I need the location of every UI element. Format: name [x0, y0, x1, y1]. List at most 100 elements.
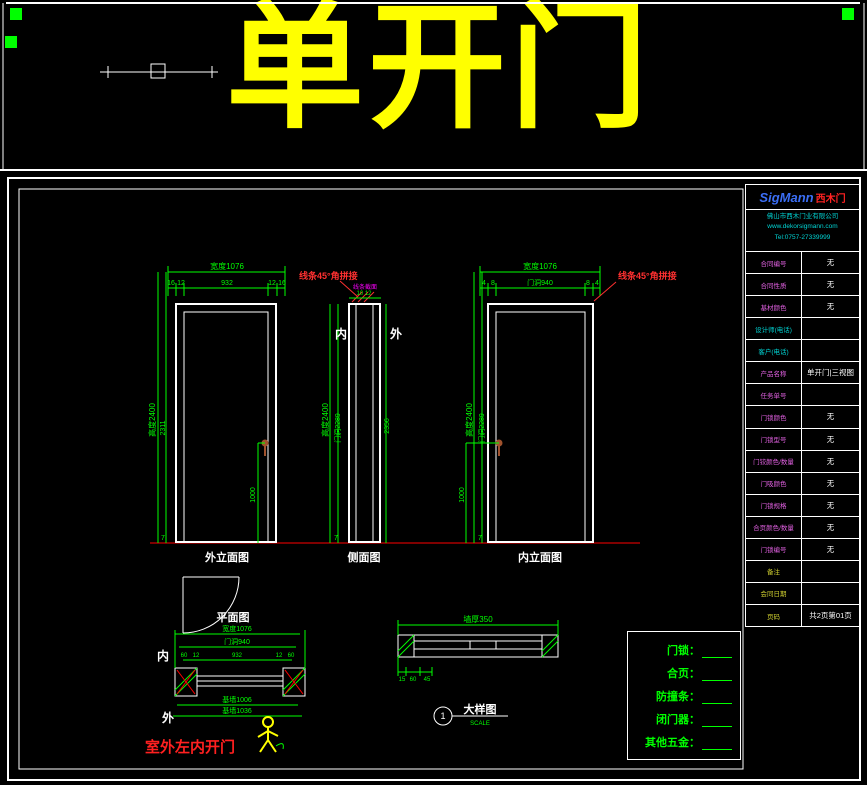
row-value: 无 [826, 434, 835, 444]
row-label: 设计师(电话) [746, 318, 802, 340]
dim-height: 高度2400 [464, 403, 474, 437]
dimension-symbol [100, 63, 218, 79]
sheet-title: 单开门 [226, 0, 653, 145]
row-label: 产品名称 [746, 362, 802, 384]
row-value: 无 [826, 280, 835, 290]
list-item: 防撞条： [636, 688, 732, 704]
row-label: 客户(电话) [746, 340, 802, 362]
row-value: 无 [826, 302, 835, 312]
company-name: 佛山市西木门业有限公司 [766, 213, 839, 220]
plan-dim-base2: 基墙1036 [222, 706, 252, 715]
dim-bottom: 7 [334, 535, 338, 542]
table-row: 会同日期 [746, 582, 859, 605]
table-row: 产品名称单开门|三视图 [746, 362, 859, 385]
row-value [802, 384, 859, 405]
detail-num-0: 15 [399, 677, 406, 683]
dim-top-small: 10 12 [356, 291, 372, 297]
title-block: SigMann 西木门 佛山市西木门业有限公司 www.dekorsigmann… [745, 184, 860, 627]
table-row: 合页颜色/数量无 [746, 516, 859, 539]
hardware-label: 合页： [667, 667, 700, 680]
dim-handle-height: 1000 [250, 487, 257, 503]
dim-hole: 门洞2289 [333, 413, 342, 443]
dim-bottom: 7 [478, 535, 482, 542]
row-label: 门锁规格 [746, 494, 802, 516]
brand-suffix: 西木门 [815, 193, 846, 205]
interior-dim-lines [465, 266, 601, 543]
plan-dim-base1: 基墙1006 [222, 695, 252, 704]
plan-chain-2: 932 [232, 653, 243, 659]
outer-side-label: 外 [390, 326, 402, 341]
hardware-list-box: 门锁： 合页： 防撞条： 闭门器： 其他五金： [627, 631, 741, 760]
detail-num-1: 60 [410, 677, 417, 683]
row-label: 门锁编号 [746, 538, 802, 560]
dim-chain-3: 12 [268, 280, 276, 287]
row-label: 门锁颜色 [746, 406, 802, 428]
table-row: 门吸颜色无 [746, 472, 859, 495]
grip-top-right[interactable] [842, 8, 854, 20]
dim-height: 高度2400 [147, 403, 157, 437]
dim-height2: 2311 [160, 420, 167, 435]
plan-dim-hole: 门洞940 [224, 637, 250, 646]
exterior-dim-lines [157, 266, 286, 543]
grip-top-left[interactable] [10, 8, 22, 20]
row-label: 门锁型号 [746, 428, 802, 450]
table-row: 门锁规格无 [746, 494, 859, 517]
row-label: 基材颜色 [746, 296, 802, 318]
hardware-label: 闭门器： [656, 713, 700, 726]
table-row: 页码共2页第01页 [746, 605, 859, 627]
table-row: 基材颜色 无 [746, 296, 859, 319]
dim-chain-4: 16 [278, 280, 286, 287]
opening-direction-note: 室外左内开门 [145, 738, 235, 756]
detail-dim-lines [397, 620, 559, 676]
hardware-label: 防撞条： [656, 690, 700, 703]
hardware-label: 门锁： [667, 644, 700, 657]
door-handle-icon [495, 439, 503, 456]
dim-chain-0: 16 [167, 280, 175, 287]
grip-left[interactable] [5, 36, 17, 48]
company-info: 佛山市西木门业有限公司 www.dekorsigmann.com Tel:075… [746, 210, 859, 252]
row-value: 无 [826, 258, 835, 268]
plan-dim-width: 宽度1076 [222, 624, 252, 633]
view-label-plan: 平面图 [217, 611, 250, 624]
row-label: 合同编号 [746, 252, 802, 274]
plan-chain-0: 60 [181, 653, 188, 659]
row-label: 页码 [746, 605, 802, 627]
row-value: 单开门|三视图 [807, 368, 854, 378]
person-figure-icon [257, 716, 284, 753]
list-item: 其他五金： [636, 734, 732, 750]
row-label: 合同性质 [746, 274, 802, 296]
table-row: 门锁型号 无 [746, 428, 859, 451]
title-block-header: SigMann 西木门 [746, 185, 859, 210]
detail-scale-label: SCALE [470, 721, 490, 727]
interior-elevation-drawing: 线条45°角拼接 宽度1076 4 8 门洞940 8 4 高度2400 门洞2… [459, 261, 677, 564]
row-value [802, 561, 859, 582]
company-website: www.dekorsigmann.com [767, 223, 838, 231]
dim-chain-1: 8 [491, 280, 495, 287]
detail-section-drawing: 墙厚350 15 60 45 1 大样图 SCALE [397, 614, 559, 727]
fill-in-line [702, 668, 732, 681]
table-row: 门铰颜色/数量无 [746, 450, 859, 473]
row-label: 任务单号 [746, 384, 802, 406]
row-label: 门铰颜色/数量 [746, 450, 802, 472]
grip-handles[interactable] [5, 8, 854, 48]
note-leader [593, 281, 617, 302]
list-item: 合页： [636, 665, 732, 681]
inner-plan-label: 内 [157, 648, 169, 663]
fill-in-line [702, 691, 732, 704]
row-value [802, 318, 859, 339]
detail-dim-wall: 墙厚350 [463, 614, 493, 624]
side-view-drawing: 线条45°角拼接 线条截面 10 12 内 外 高度2400 门洞2289 23… [299, 270, 402, 564]
dim-hole: 门洞2289 [477, 413, 486, 443]
view-label-exterior: 外立面图 [204, 550, 249, 564]
row-value: 共2页第01页 [809, 611, 852, 621]
fill-in-line [702, 714, 732, 727]
row-value: 无 [826, 522, 835, 532]
outer-plan-label: 外 [162, 710, 174, 725]
miter-note: 线条45°角拼接 [299, 270, 358, 281]
row-value: 无 [826, 544, 835, 554]
plan-view-drawing: 平面图 宽度1076 门洞940 60 12 932 12 60 基墙1006 … [145, 576, 306, 756]
title-block-rows: 合同编号无 合同性质无 基材颜色无 设计师(电话) 客户(电话) 产品名称单开门… [746, 252, 859, 627]
list-item: 闭门器： [636, 711, 732, 727]
dim-bottom: 7 [161, 535, 165, 542]
